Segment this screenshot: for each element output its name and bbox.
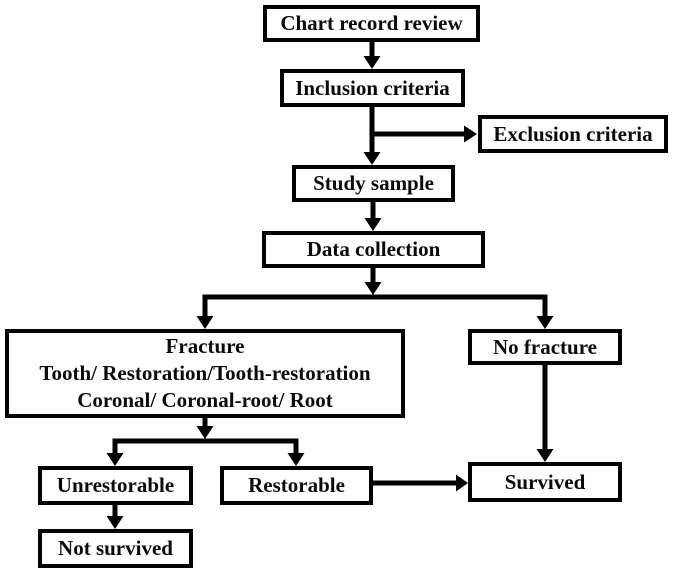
node-data-collection: Data collection bbox=[262, 231, 485, 268]
arrowhead-right-icon bbox=[456, 474, 468, 492]
node-exclusion-criteria: Exclusion criteria bbox=[478, 115, 668, 153]
arrowhead-down-icon bbox=[106, 516, 124, 529]
edge-inclusion-to-exclusion bbox=[370, 125, 477, 143]
arrowhead-down-icon bbox=[196, 316, 214, 329]
arrowhead-down-icon bbox=[287, 453, 305, 466]
arrowhead-right-icon bbox=[464, 125, 477, 143]
arrowhead-down-icon bbox=[363, 152, 381, 165]
arrowhead-down-icon bbox=[364, 218, 382, 231]
node-study-sample: Study sample bbox=[292, 165, 455, 202]
arrowhead-down-icon bbox=[106, 453, 124, 466]
edge-study-to-data bbox=[364, 198, 382, 231]
node-inclusion-criteria: Inclusion criteria bbox=[280, 69, 465, 107]
fracture-title: Fracture bbox=[165, 334, 245, 359]
arrowhead-down-icon bbox=[196, 426, 214, 439]
edge-data-split bbox=[196, 264, 554, 329]
edge-fracture-split bbox=[106, 414, 305, 466]
arrowhead-down-icon bbox=[536, 449, 554, 462]
node-not-survived: Not survived bbox=[38, 529, 193, 568]
edge-unrestorable-to-notsurvived bbox=[106, 501, 124, 529]
edge-inclusion-to-study bbox=[363, 103, 381, 165]
fracture-types-line: Tooth/ Restoration/Tooth-restoration bbox=[39, 361, 371, 386]
arrowhead-down-icon bbox=[536, 316, 554, 329]
node-chart-record-review: Chart record review bbox=[263, 5, 480, 42]
node-unrestorable: Unrestorable bbox=[38, 466, 193, 505]
node-restorable: Restorable bbox=[220, 466, 373, 505]
arrowhead-down-icon bbox=[364, 282, 382, 295]
arrowhead-down-icon bbox=[363, 56, 381, 69]
node-no-fracture: No fracture bbox=[468, 329, 622, 365]
fracture-locations-line: Coronal/ Coronal-root/ Root bbox=[77, 387, 333, 412]
edge-restorable-to-survived bbox=[370, 474, 468, 492]
edge-nofracture-to-survived bbox=[536, 361, 554, 462]
edge-chart-to-inclusion bbox=[363, 38, 381, 69]
node-survived: Survived bbox=[468, 462, 622, 502]
node-fracture: Fracture Tooth/ Restoration/Tooth-restor… bbox=[5, 329, 405, 418]
